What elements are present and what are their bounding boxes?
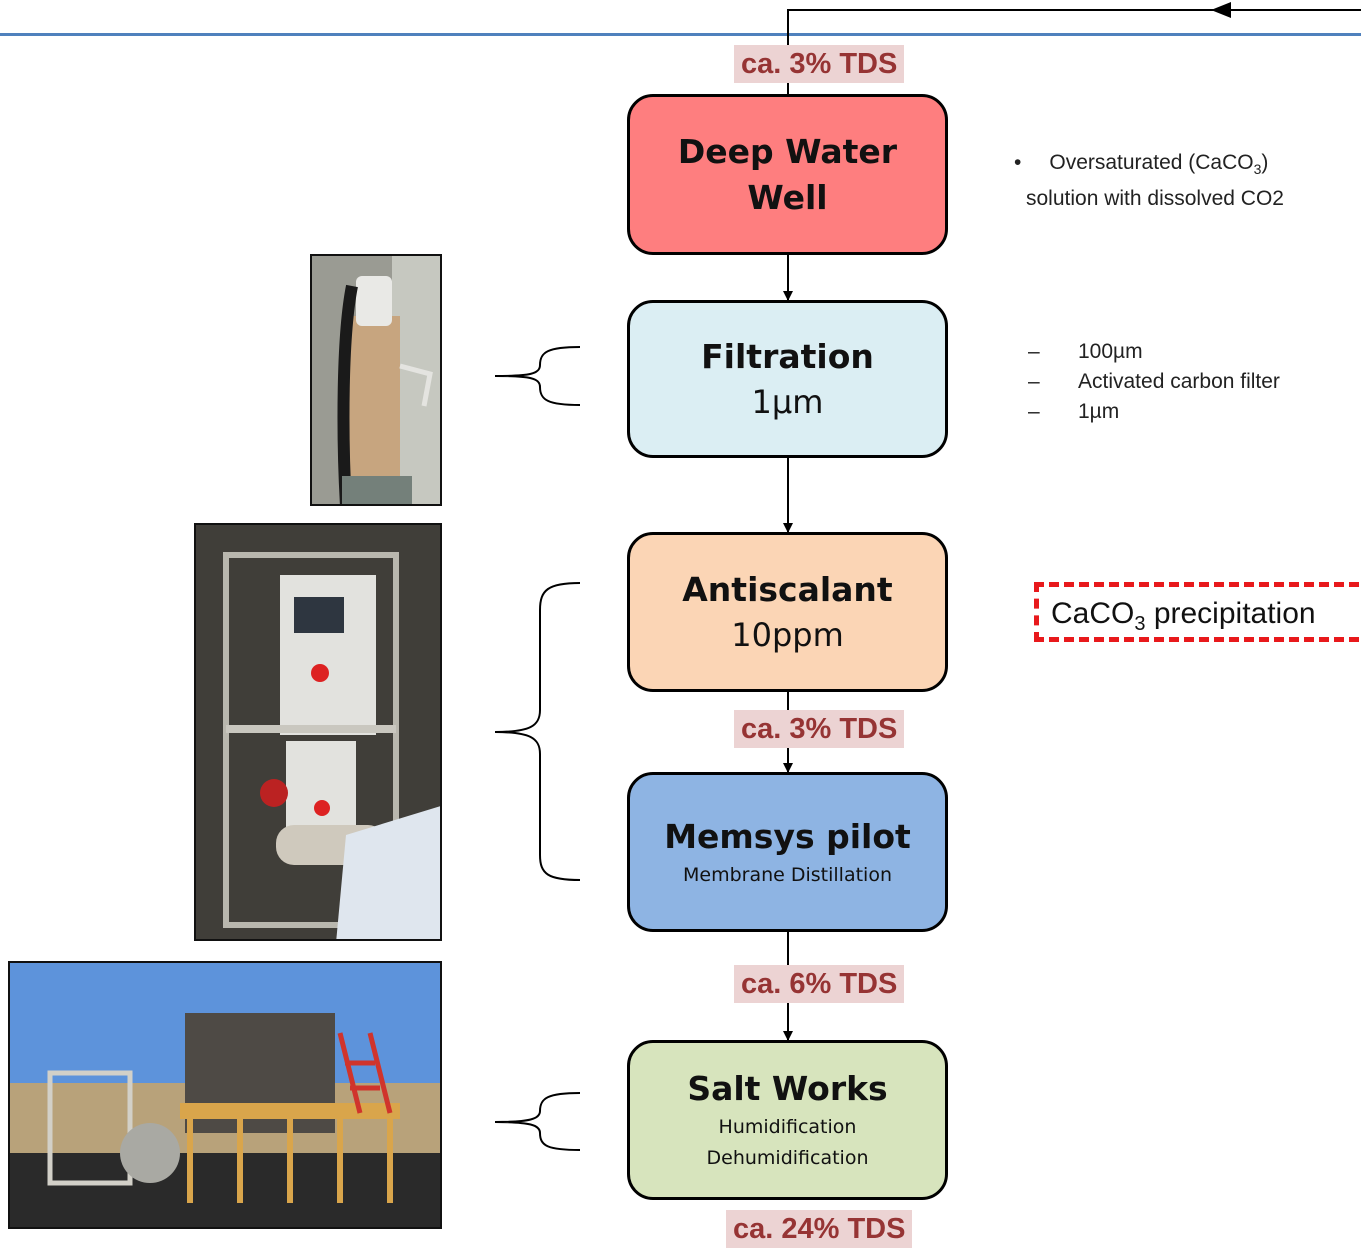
saltworks-subtitle-line2: Dehumidification (706, 1147, 869, 1169)
antiscalant-title: Antiscalant (682, 570, 893, 609)
saltworks-subtitle-line1: Humidification (718, 1116, 857, 1138)
deep-water-well-box: Deep Water Well (627, 94, 948, 255)
salt-works-box: Salt Works Humidification Dehumidificati… (627, 1040, 948, 1200)
filtration-note-item: –1µm (1028, 400, 1120, 423)
well-title-line2: Well (747, 177, 828, 217)
filtration-subtitle: 1µm (751, 383, 824, 421)
tds-label-bottom: ca. 24% TDS (726, 1210, 913, 1248)
tds-label-memsys-saltworks: ca. 6% TDS (734, 965, 905, 1003)
filtration-box: Filtration 1µm (627, 300, 948, 458)
filtration-note: –100µm –Activated carbon filter –1µm (1028, 337, 1280, 427)
caco3-precipitation-callout: CaCO3 precipitation (1034, 582, 1361, 642)
saltworks-title: Salt Works (687, 1069, 888, 1108)
filtration-note-item: –100µm (1028, 340, 1143, 363)
brace-antiscalant-memsys (494, 582, 581, 881)
antiscalant-subtitle: 10ppm (731, 616, 844, 654)
brace-saltworks (494, 1092, 581, 1151)
antiscalant-box: Antiscalant 10ppm (627, 532, 948, 692)
header-rule (0, 33, 1361, 36)
brace-filtration (494, 346, 581, 406)
well-note: • Oversaturated (CaCO3) solution with dis… (1014, 148, 1284, 214)
salt-works-photo (8, 961, 442, 1229)
memsys-pilot-photo (194, 523, 442, 941)
well-title-line1: Deep Water (677, 131, 898, 171)
memsys-title: Memsys pilot (664, 816, 911, 856)
filtration-note-item: –Activated carbon filter (1028, 370, 1280, 393)
well-note-line1: Oversaturated (CaCO3) (1049, 151, 1269, 178)
well-note-line2: solution with dissolved CO2 (1026, 187, 1284, 211)
filter-cartridge-photo (310, 254, 442, 506)
tds-label-top: ca. 3% TDS (734, 45, 905, 83)
tds-label-antiscalant-memsys: ca. 3% TDS (734, 710, 905, 748)
memsys-pilot-box: Memsys pilot Membrane Distillation (627, 772, 948, 932)
filtration-title: Filtration (701, 337, 874, 376)
memsys-subtitle: Membrane Distillation (682, 863, 892, 886)
bullet-icon: • (1014, 151, 1022, 174)
